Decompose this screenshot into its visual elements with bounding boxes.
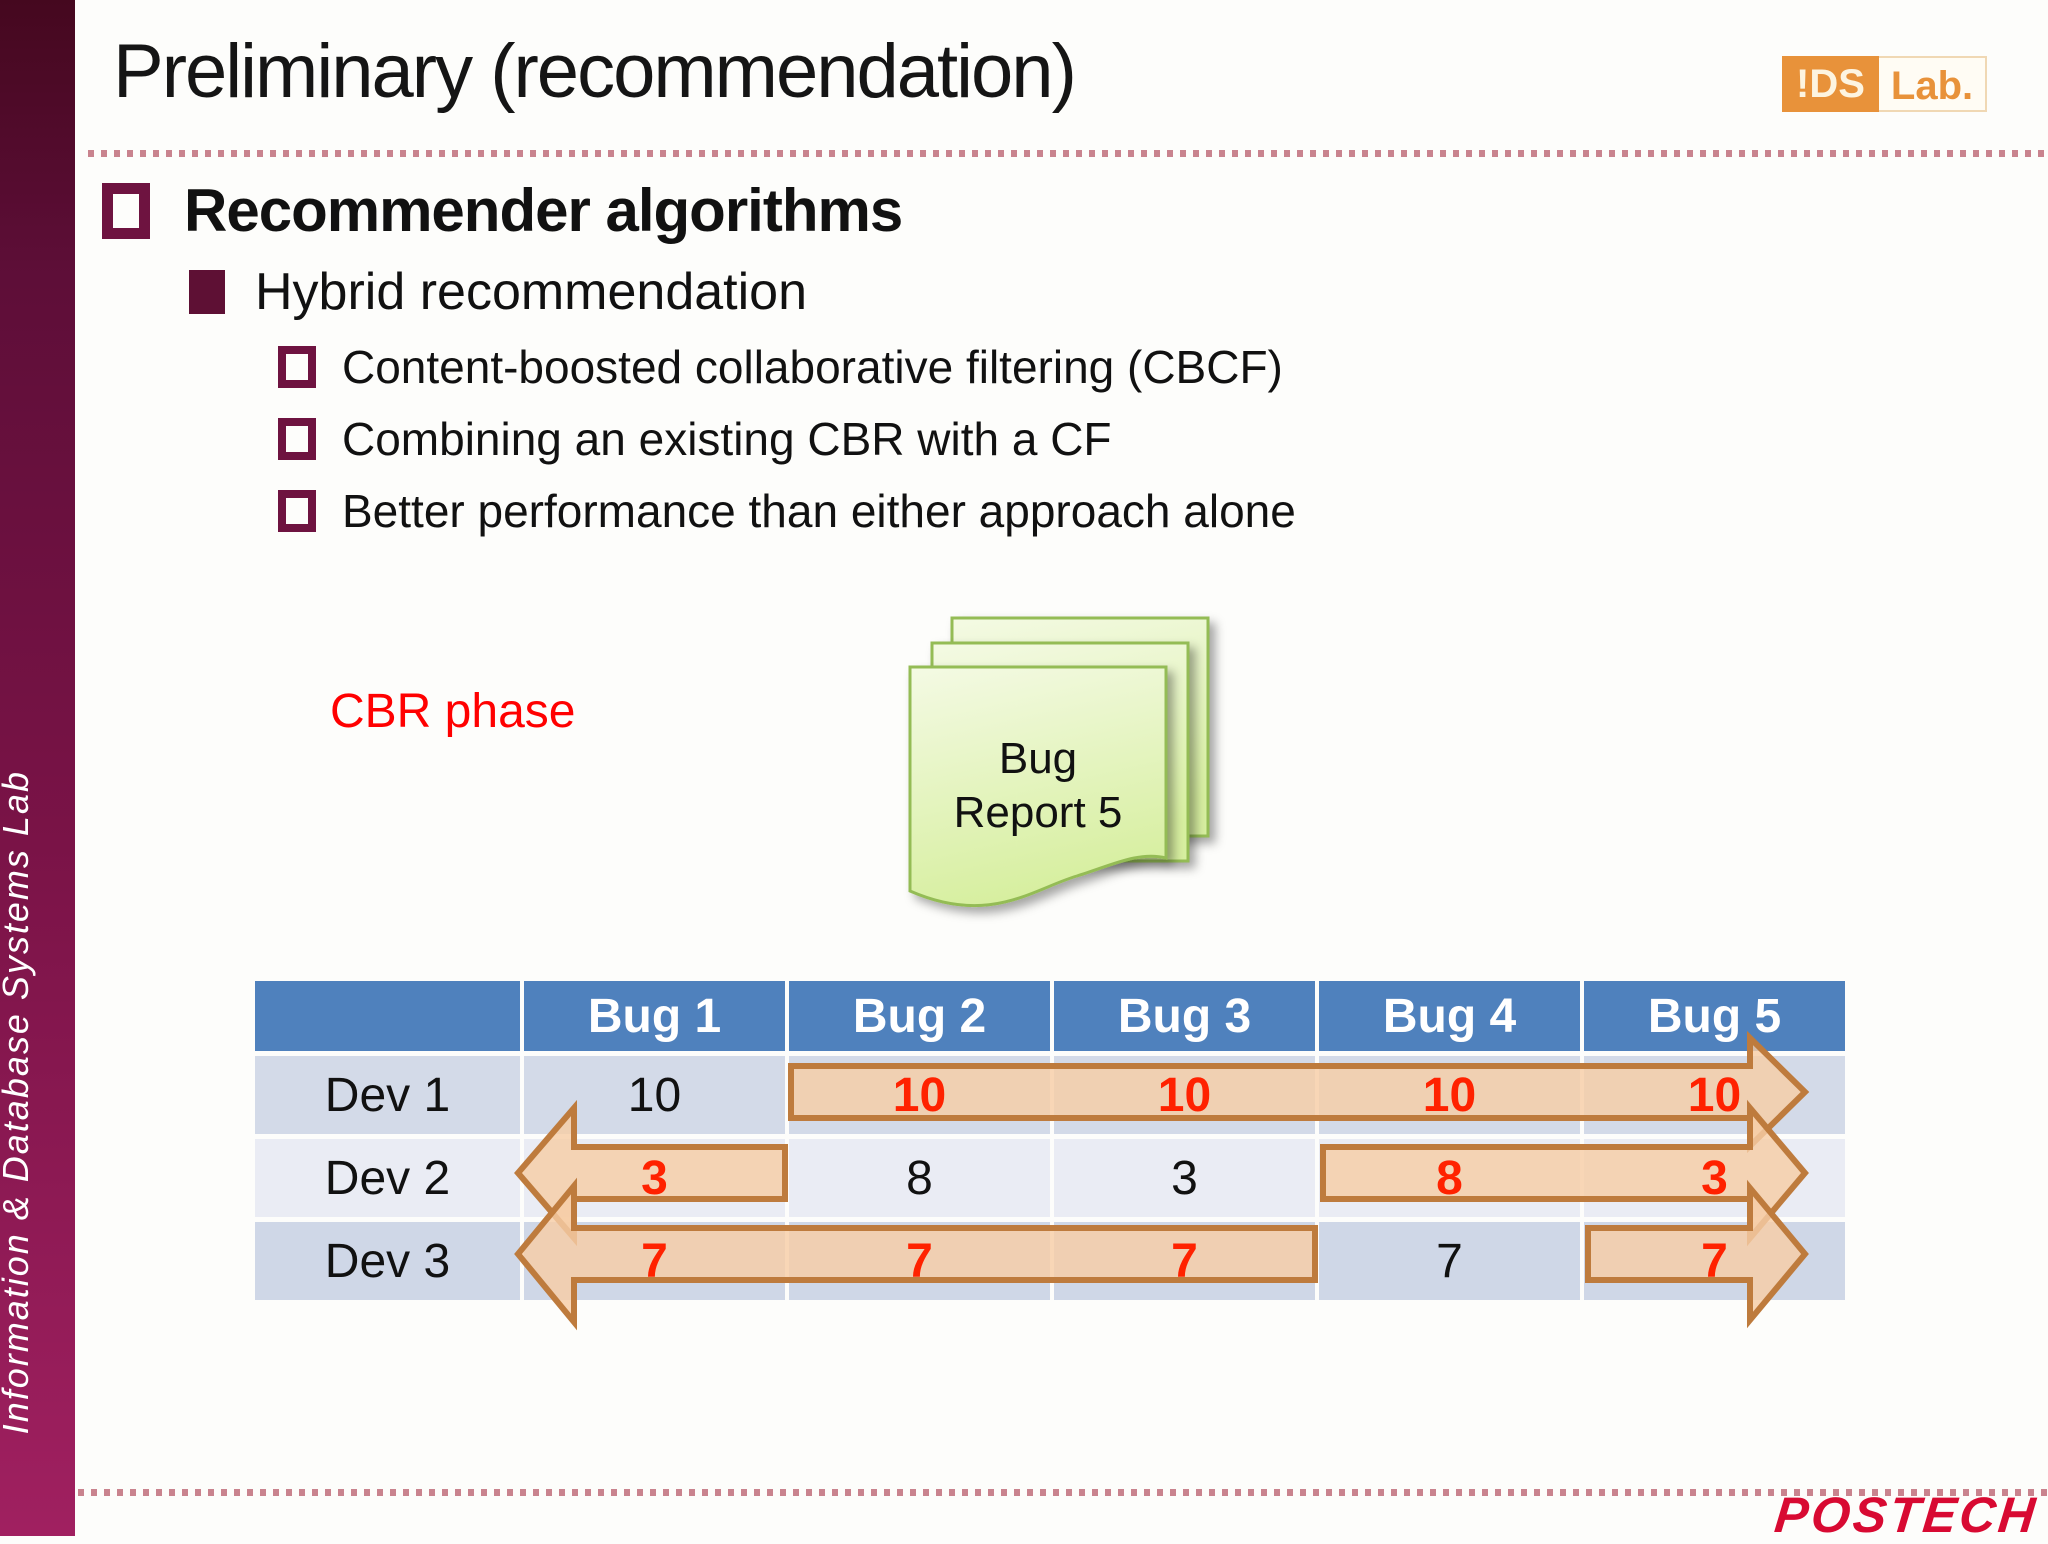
table-cell: 10 [1319, 1056, 1580, 1134]
note-text-line2: Report 5 [954, 788, 1123, 837]
table-cell: 3 [1054, 1139, 1315, 1217]
header-cell-bug3: Bug 3 [1054, 981, 1315, 1051]
bullet-text: Combining an existing CBR with a CF [342, 413, 1112, 465]
header-cell-bug4: Bug 4 [1319, 981, 1580, 1051]
hollow-square-bullet-icon [278, 346, 316, 388]
table-cell: 7 [789, 1222, 1050, 1300]
page-title: Preliminary (recommendation) [113, 29, 1077, 114]
sidebar-lab-name-text: Information & Database Systems Lab [0, 770, 36, 1435]
table-header-row: Bug 1 Bug 2 Bug 3 Bug 4 Bug 5 [255, 981, 1845, 1051]
table-cell: 3 [524, 1139, 785, 1217]
bullet-better-performance: Better performance than either approach … [278, 484, 1296, 538]
note-front [908, 665, 1168, 908]
footer-divider-dotted [78, 1489, 2048, 1496]
title-divider-dotted [88, 150, 2048, 157]
ids-logo-mark: !DS [1782, 56, 1879, 112]
table-cell: 10 [524, 1056, 785, 1134]
row-label: Dev 1 [255, 1056, 520, 1134]
bullet-text: Content-boosted collaborative filtering … [342, 341, 1283, 393]
subheading-text: Hybrid recommendation [255, 263, 808, 321]
note-text-line1: Bug [999, 734, 1077, 783]
heading-text: Recommender algorithms [184, 177, 903, 244]
table-cell: 10 [1054, 1056, 1315, 1134]
hollow-square-bullet-icon [278, 418, 316, 460]
table-cell: 8 [789, 1139, 1050, 1217]
bug-report-notes: Bug Report 5 [908, 616, 1210, 908]
table-row: Dev 3 7 7 7 7 7 [255, 1222, 1845, 1300]
table-cell: 3 [1584, 1139, 1845, 1217]
header-cell-empty [255, 981, 520, 1051]
hollow-square-bullet-icon [102, 182, 150, 239]
table-cell: 10 [1584, 1056, 1845, 1134]
postech-logo: POSTECH [1772, 1487, 2041, 1543]
table-cell: 7 [524, 1222, 785, 1300]
table-cell: 10 [789, 1056, 1050, 1134]
table-row: Dev 2 3 8 3 8 3 [255, 1139, 1845, 1217]
cbr-phase-label: CBR phase [330, 685, 576, 738]
ids-lab-logo: !DS Lab. [1782, 56, 1988, 112]
table-cell: 8 [1319, 1139, 1580, 1217]
header-cell-bug5: Bug 5 [1584, 981, 1845, 1051]
bullet-combining-cbr-cf: Combining an existing CBR with a CF [278, 412, 1112, 466]
header-cell-bug1: Bug 1 [524, 981, 785, 1051]
row-label: Dev 3 [255, 1222, 520, 1300]
table-row: Dev 1 10 10 10 10 10 [255, 1056, 1845, 1134]
row-label: Dev 2 [255, 1139, 520, 1217]
table-cell: 7 [1584, 1222, 1845, 1300]
bullet-cbcf: Content-boosted collaborative filtering … [278, 340, 1283, 394]
sidebar-band: Information & Database Systems Lab [0, 0, 75, 1536]
filled-square-bullet-icon [189, 270, 225, 314]
heading-recommender-algorithms: Recommender algorithms [102, 176, 903, 245]
table-cell: 7 [1319, 1222, 1580, 1300]
header-cell-bug2: Bug 2 [789, 981, 1050, 1051]
ids-logo-lab: Lab. [1878, 56, 1988, 112]
table-cell: 7 [1054, 1222, 1315, 1300]
subheading-hybrid-recommendation: Hybrid recommendation [189, 262, 807, 322]
bullet-text: Better performance than either approach … [342, 485, 1296, 537]
bug-dev-score-table: Bug 1 Bug 2 Bug 3 Bug 4 Bug 5 Dev 1 10 1… [251, 976, 1849, 1305]
hollow-square-bullet-icon [278, 490, 316, 532]
